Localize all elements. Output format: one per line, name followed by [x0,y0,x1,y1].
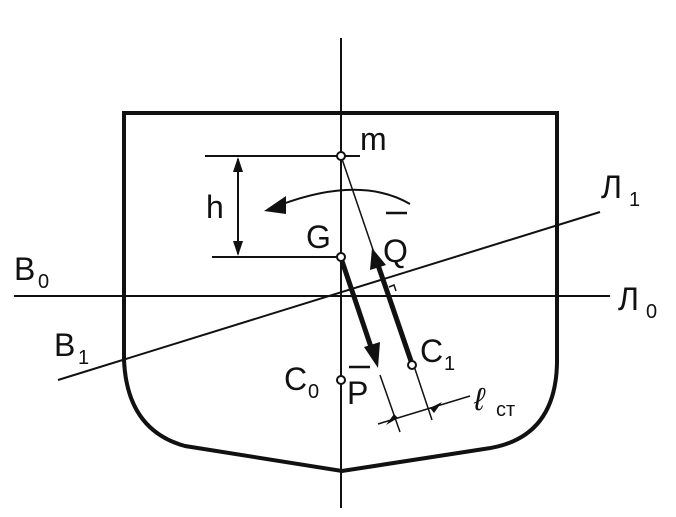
label-l0-sub: 0 [646,301,657,323]
lst-extension-left [379,374,401,433]
label-l1-sub: 1 [629,189,640,211]
force-q-arrowhead [370,248,386,270]
point-m [336,151,346,161]
h-arrowhead-top [233,157,243,172]
point-c0 [336,375,346,385]
label-b0-sub: 0 [38,271,49,293]
label-h: h [206,189,224,225]
label-m: m [360,121,387,157]
lst-arrowhead-right [430,402,442,413]
label-g: G [306,219,331,255]
label-b0: B [14,251,35,287]
force-p-arrowhead [364,342,380,368]
right-angle-marker [388,284,397,292]
label-p: P [347,375,368,411]
label-c0: C [284,361,307,397]
heel-rotation-arrowhead [264,196,286,214]
label-c0-sub: 0 [308,381,319,403]
h-arrowhead-bottom [233,241,243,256]
lst-extension-right [413,365,433,421]
label-q: Q [383,233,408,269]
label-lst: ℓ [473,381,486,417]
point-g [336,252,346,262]
heel-rotation-arc [279,188,411,206]
label-lst-sub: ст [496,399,515,421]
label-b1-sub: 1 [78,347,89,369]
label-b1: B [54,327,75,363]
label-c1: C [420,333,443,369]
hull-outline [122,111,559,474]
point-c1 [407,360,417,370]
label-l0: Л [618,281,639,317]
waterline-1 [57,211,601,381]
force-q-arrow [375,264,414,362]
label-c1-sub: 1 [444,353,455,375]
lst-arrowhead-left [386,414,398,425]
label-l1: Л [601,169,622,205]
force-p-arrow [339,260,375,351]
